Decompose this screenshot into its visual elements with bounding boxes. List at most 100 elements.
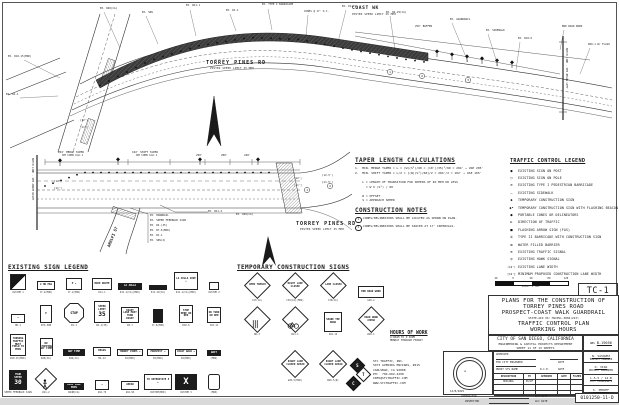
sign-face (153, 309, 163, 323)
sign-face: STOP (64, 303, 84, 323)
legend-item: ◆•TEMPORARY CONSTRUCTION SIGN WITH FLASH… (505, 204, 619, 211)
road-speed-bottom: POSTED SPEED LIMIT 35 MPH (300, 228, 345, 231)
dim-shift-taper: 102' SHIFT TAPER (132, 150, 158, 154)
sign-face (243, 305, 271, 333)
legend-item-label: FLASHING ARROW SIGN (FAS) (518, 227, 571, 232)
callout: EX. W11-2 (208, 210, 223, 213)
legend-item: ▬WATER FILLED BARRIER (505, 241, 617, 248)
titleblock-project: PLANS FOR THE CONSTRUCTION OF TORREY PIN… (488, 295, 619, 335)
legend-item: [12']MINIMUM PROPOSED CONSTRUCTION LANE … (505, 270, 617, 277)
rce-label: R.C.E. (540, 367, 550, 371)
legend-item-label: PORTABLE CONES OR DELINEATORS (518, 213, 579, 218)
company-block: STC TRAFFIC, INC. 5973 AVENIDA ENCINAS, … (373, 359, 420, 385)
sign-d3-mod-: TORREY PINES →D3(MOD) (117, 349, 143, 360)
sign-face: BIKE ROUTE (92, 278, 112, 290)
sign-face: ANY TIME (63, 349, 85, 356)
callout: CONES @ 17' O.C. (304, 10, 329, 13)
date2-label: DATE (558, 367, 565, 371)
matchline-bottom-label: MATCH LINE - SEE ABOVE RIGHT (31, 158, 34, 201)
sign-face: AHEAD (121, 381, 139, 390)
callout: EX. TYPE I BARRICADE (262, 3, 294, 6)
agency-dept: ENGINEERING & CAPITAL PROJECTS DEPARTMEN… (498, 341, 573, 346)
road-name-bottom: TORREY PINES RD (296, 221, 357, 227)
svg-text:2: 2 (421, 74, 423, 78)
sign-face: ↗ (95, 380, 109, 390)
sign-face: ROAD WORK AHEAD (357, 305, 385, 333)
callout: EX. HANDRAIL (150, 214, 169, 217)
sign-face: TURNING TRAFFIC MUST YIELD TO PEDS (10, 334, 26, 356)
sign-face: LA JOLLA COVE ↓ (174, 272, 198, 290)
sign-w6-3: W6-3 (243, 305, 271, 336)
sign-w11-1: W11-1 (281, 305, 309, 336)
pole-symbol-icon: ○ (510, 176, 513, 181)
sign-face: RIGHT LANE CLOSED AHEAD (280, 349, 310, 379)
sign-face: TORREY PINES → (117, 349, 143, 356)
callout: [11.5'] (322, 181, 333, 184)
callout: (12.5') (322, 174, 333, 177)
sign-face: NO TURN ON RED (207, 307, 221, 323)
legend-item-label: EXISTING HAWK SIGNAL (518, 257, 560, 262)
bottom-strip (0, 398, 619, 405)
line-symbol-icon: — (510, 190, 513, 195)
legend-item-label: TEMPORARY CONSTRUCTION SIGN WITH FLASHIN… (518, 205, 619, 210)
sign-code: G20-2 (367, 299, 375, 302)
sign-face: RIGHT LANE CLOSED (281, 271, 309, 299)
sign-r7-1-mod-: P ↗R7-1(MOD) (66, 278, 82, 294)
coast-walk-label: COAST WK (352, 6, 379, 11)
logo-letter-c: C (352, 380, 355, 386)
fas-symbol-icon: ■ (510, 227, 513, 232)
callout: EX. R10-6 (518, 37, 533, 40)
callout: EX. R26(CA) (236, 213, 254, 216)
sheet-border (2, 2, 617, 397)
sign-code: R2-1(35) (96, 324, 108, 327)
legend-item-label: EXISTING LANE WIDTH (518, 264, 558, 269)
sign-face: LA JOLLA (118, 283, 142, 290)
sign-code: R10-6 (182, 324, 190, 327)
legend-item: ●PORTABLE CONES OR DELINEATORS (505, 211, 617, 218)
sign-face: END ROAD WORK (358, 286, 384, 298)
callout: EX. GUARDRAIL (450, 18, 471, 21)
title-line3: PROSPECT-COAST WALK GUARDRAIL (501, 309, 606, 316)
taper-calc-body: 1. MIN. MERGE TAPER = L = (W)(S²)/60 = (… (355, 166, 484, 203)
svg-text:1: 1 (389, 70, 391, 74)
titleblock-approval: APPROVED FOR CITY ENGINEER DATE PRINT SY… (493, 351, 584, 396)
callout: END ROAD WORK (562, 25, 583, 28)
sign-face (34, 367, 58, 391)
sign-face: P ↗ (66, 278, 82, 290)
sign-code: D3(MOD) (180, 357, 192, 360)
title-line5: TRAFFIC CONTROL PLAN (517, 320, 590, 327)
legend-item: —EXISTING SIDEWALK (505, 189, 617, 196)
titleblock-wbs: WBS B-19056 (583, 335, 619, 351)
legend-item: ≣TYPE II BARRICADE WITH CONSTRUCTION SIG… (505, 234, 617, 241)
sign-d11-1-ca-mod-: LA JOLLA COVE ↓D11-1(CA)(MOD) (174, 272, 198, 294)
post-symbol-icon: ● (510, 168, 513, 173)
sign--mod-: (MOD) (208, 374, 220, 394)
sign-face: SHARE THE ROAD (324, 312, 342, 332)
traffic-legend-title: TRAFFIC CONTROL LEGEND (510, 158, 586, 164)
sign-face (10, 274, 26, 290)
sign-code: R10-15(MOD) (10, 357, 26, 360)
legend-item: ◎EXISTING HAWK SIGNAL (505, 256, 617, 263)
hours-line1: 9:00AM TO 3:30PM (390, 336, 415, 339)
temp-signs-title: TEMPORARY CONSTRUCTION SIGNS (237, 264, 350, 271)
sign-code: (MOD) (210, 391, 218, 394)
scale-tick: 40 (529, 277, 533, 280)
callout: EX. R1-1 (6, 93, 19, 96)
north-arrow-icon (262, 236, 276, 266)
sign-face (281, 305, 309, 333)
sign-code: (MOD) (210, 357, 218, 360)
barrier-symbol-icon: ▬ (510, 242, 513, 247)
svg-text:1: 1 (306, 188, 308, 192)
